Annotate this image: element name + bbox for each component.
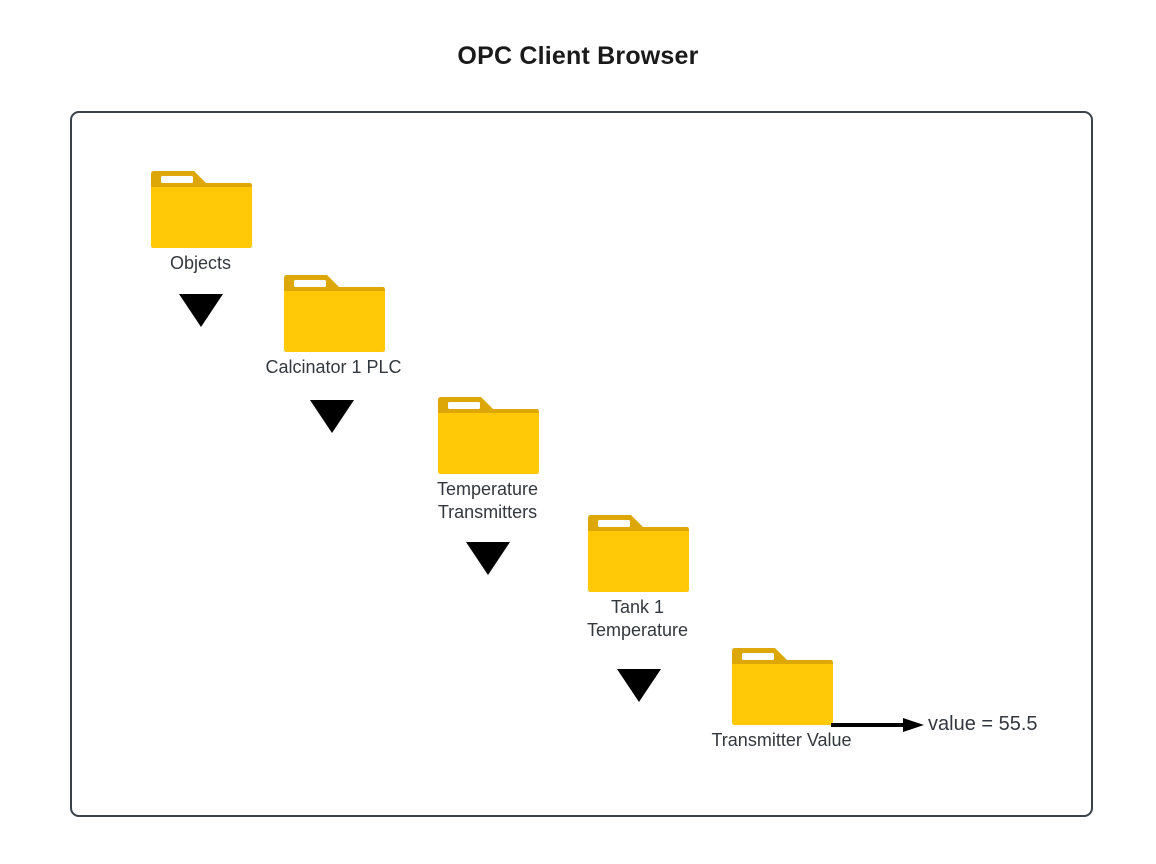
tree-node-label: Transmitter Value	[711, 729, 851, 752]
folder-icon[interactable]	[148, 170, 253, 250]
tree-node-label: Temperature Transmitters	[437, 478, 538, 524]
tree-node-label-line1: Transmitter Value	[711, 730, 852, 750]
tree-node-transmitter-value[interactable]: Transmitter Value	[711, 647, 852, 750]
tree-node-label: Calcinator 1 PLC	[265, 356, 401, 379]
tree-node-label-line1: Tank 1	[610, 597, 665, 617]
value-readout: value = 55.5	[928, 713, 1038, 735]
tree-node-label-line1: Objects	[169, 253, 232, 273]
tree-node-label-line1: Temperature	[436, 479, 539, 499]
triangle-down-icon	[617, 669, 661, 702]
tree-node-label: Objects	[170, 252, 231, 275]
folder-icon[interactable]	[585, 514, 690, 594]
tree-node-tank-1-temperature[interactable]: Tank 1 Temperature	[585, 514, 690, 640]
tree-node-calcinator-1-plc[interactable]: Calcinator 1 PLC	[265, 274, 402, 377]
page-title: OPC Client Browser	[457, 42, 699, 70]
tree-node-label-line2: Transmitters	[437, 502, 538, 522]
triangle-down-icon	[466, 542, 510, 575]
triangle-down-icon	[179, 294, 223, 327]
folder-icon[interactable]	[435, 396, 540, 476]
folder-icon[interactable]	[729, 647, 834, 727]
tree-node-label: Tank 1 Temperature	[587, 596, 688, 642]
tree-node-objects[interactable]: Objects	[148, 170, 253, 273]
opc-browser-panel: Objects Calcinator 1 PLC	[70, 111, 1093, 817]
tree-node-temperature-transmitters[interactable]: Temperature Transmitters	[435, 396, 540, 522]
arrow-right-icon	[831, 717, 927, 733]
triangle-down-icon	[310, 400, 354, 433]
folder-icon[interactable]	[281, 274, 386, 354]
tree-node-label-line2: Temperature	[586, 620, 689, 640]
tree-node-label-line1: Calcinator 1 PLC	[265, 357, 402, 377]
